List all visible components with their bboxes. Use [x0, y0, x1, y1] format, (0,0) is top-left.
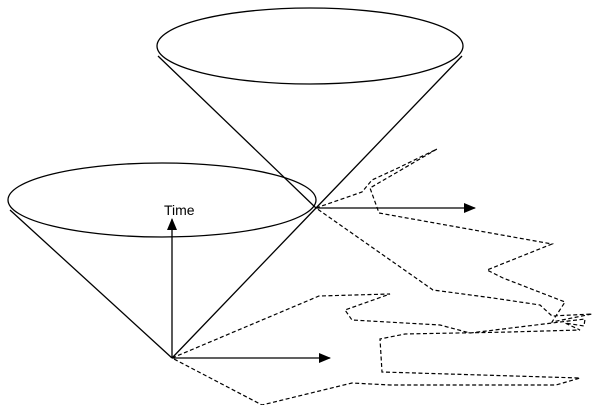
time-axis-label: Time: [164, 202, 195, 218]
upper-cone-left-edge: [157, 55, 317, 209]
upper-light-cone: [156, 7, 464, 209]
lower-cone-right-edge: [171, 207, 317, 359]
lower-dashed-boundary: [171, 293, 586, 405]
lower-cone-left-edge: [9, 209, 173, 359]
lower-cone-rim: [7, 162, 317, 238]
upper-dashed-boundary: [315, 148, 593, 323]
lower-light-cone: [7, 162, 317, 359]
upper-cone-right-edge: [315, 55, 463, 209]
upper-cone-rim: [156, 7, 464, 85]
causal-boundary-curves: [171, 148, 593, 405]
